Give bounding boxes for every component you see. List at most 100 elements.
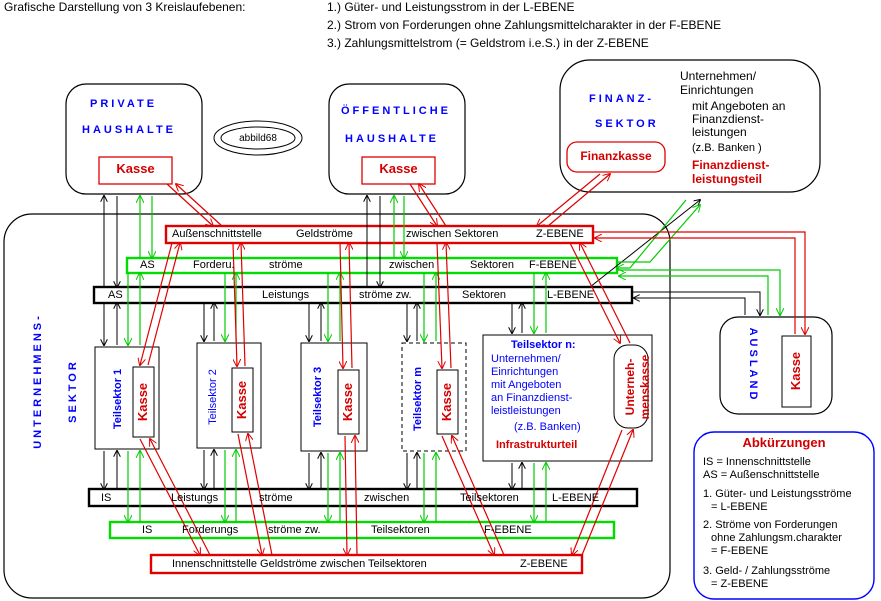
tsn-kasse1: Unterneh- (623, 358, 637, 416)
private-kasse-label: Kasse (116, 161, 155, 176)
tsn-title: Teilsektor n: (511, 339, 576, 351)
teilsektor3-box (300, 342, 368, 452)
legend-i3b: = Z-EBENE (711, 578, 769, 590)
oeffentliche-haushalte-box (328, 83, 466, 195)
l-bot-e: Teilsektoren (460, 492, 519, 504)
finanz-teil2: leistungsteil (692, 172, 763, 186)
ausland-box (719, 316, 833, 415)
tsn-l4: an Finanzdienst- (491, 392, 573, 404)
z-bot-a: Innenschnittstelle Geldströme zwischen T… (172, 558, 427, 570)
legend-i3a: 3. Geld- / Zahlungsströme (703, 565, 831, 577)
private-title1: PRIVATE (90, 98, 158, 110)
badge-outer (213, 120, 303, 156)
teilsektor2-label: Teilsektor 2 (207, 369, 219, 425)
z-bot-b: Z-EBENE (520, 558, 568, 570)
ausland-kasse: Kasse (788, 351, 803, 391)
tsn-l3: mit Angeboten (491, 379, 562, 391)
public-title2: HAUSHALTE (345, 133, 440, 145)
teilsektor2-kasse: Kasse (234, 380, 249, 420)
public-kasse-box (361, 156, 436, 185)
f-bot-b: Forderungs (182, 524, 239, 536)
f-top-b: Forderu. (193, 259, 235, 271)
z-top-b: Geldströme (296, 228, 353, 240)
private-kasse-box (98, 156, 173, 185)
legend-is: IS = Innenschnittstelle (703, 456, 811, 468)
finanzsektor-box (559, 59, 821, 193)
finanz-desc3: mit Angeboten an (692, 99, 786, 113)
teilsektor3-label: Teilsektor 3 (312, 366, 324, 428)
legend-i2b: ohne Zahlungsm.charakter (711, 532, 842, 544)
l-bot-b: Leistungs (171, 492, 219, 504)
tsn-l2: Einrichtungen (491, 366, 559, 378)
l-bot-a: IS (101, 492, 112, 504)
f-top-d: zwischen (389, 259, 435, 271)
f-top-c: ströme (269, 259, 303, 271)
l-bot-f: L-EBENE (552, 492, 600, 504)
f-bot-a: IS (142, 524, 153, 536)
f-band-bottom (108, 520, 616, 540)
header-line3: 3.) Zahlungsmittelstrom (= Geldstrom i.e… (327, 36, 649, 50)
finanz-title2: SEKTOR (595, 118, 659, 130)
legend-as: AS = Außenschnittstelle (703, 469, 820, 481)
finanz-desc2: Einrichtungen (680, 83, 754, 97)
header-line1: 1.) Güter- und Leistungsstrom in der L-E… (327, 0, 575, 14)
tsn-kasse-box (613, 344, 649, 429)
f-top-e: Sektoren (470, 259, 515, 271)
l-top-d: Sektoren (462, 289, 507, 301)
ausland-title: AUSLAND (747, 327, 759, 403)
ts1-kasse-box (132, 366, 155, 438)
teilsektor1-kasse: Kasse (135, 382, 150, 422)
teilsektor1-box (94, 346, 160, 450)
ts2-kasse-box (231, 367, 254, 433)
l-band-top (92, 285, 634, 305)
header-intro: Grafische Darstellung von 3 Kreislaufebe… (4, 0, 246, 14)
f-bot-c: ströme zw. (268, 524, 321, 536)
tsn-l5: leistleistungen (491, 405, 561, 417)
finanz-kasse-box (566, 141, 666, 173)
tsn-l1: Unternehmen/ (491, 353, 561, 365)
f-top-a: AS (140, 259, 155, 271)
teilsektor1-label: Teilsektor 1 (112, 368, 124, 430)
ausland-kasse-box (781, 335, 812, 408)
badge-label: abbild68 (239, 133, 277, 144)
f-top-f: F-EBENE (529, 259, 577, 271)
tsn-l6: (z.B. Banken) (514, 421, 581, 433)
teilsektorm-label: Teilsektor m (412, 367, 424, 431)
finanz-kasse-label: Finanzkasse (580, 149, 652, 163)
header-line2: 2.) Strom von Forderungen ohne Zahlungsm… (327, 18, 722, 32)
l-top-b: Leistungs (262, 289, 310, 301)
teilsektorm-kasse: Kasse (439, 382, 454, 422)
tsn-kasse2: menskasse (638, 354, 652, 420)
ts3-kasse-box (337, 369, 360, 435)
f-bot-d: Teilsektoren (371, 524, 430, 536)
finanz-desc5: leistungen (692, 125, 747, 139)
unternehmen-title2: SEKTOR (67, 359, 79, 423)
unternehmen-sector-box (3, 213, 671, 599)
z-top-c: zwischen Sektoren (406, 228, 499, 240)
legend-box (693, 431, 875, 600)
l-bot-d: zwischen (364, 492, 410, 504)
teilsektor3-kasse: Kasse (340, 382, 355, 422)
private-title2: HAUSHALTE (82, 124, 177, 136)
finanz-desc4: Finanzdienst- (692, 112, 765, 126)
legend-i1a: 1. Güter- und Leistungsströme (703, 488, 852, 500)
legend-title: Abkürzungen (742, 435, 826, 450)
z-top-a: Außenschnittstelle (172, 228, 262, 240)
legend-i1b: = L-EBENE (711, 501, 768, 513)
finanz-teil1: Finanzdienst- (692, 158, 770, 172)
f-bot-e: F-EBENE (484, 524, 532, 536)
z-band-bottom (149, 553, 584, 575)
l-bot-c: ströme (259, 492, 293, 504)
tsm-kasse-box (436, 369, 459, 435)
legend-i2a: 2. Ströme von Forderungen (703, 519, 838, 531)
finanz-desc6: (z.B. Banken ) (692, 142, 762, 154)
public-kasse-label: Kasse (379, 161, 418, 176)
teilsektorm-box (401, 342, 467, 452)
teilsektorn-box (482, 334, 653, 462)
unternehmen-title1: UNTERNEHMENS- (32, 313, 44, 449)
public-title1: ÖFFENTLICHE (341, 105, 451, 117)
teilsektor2-box (196, 342, 262, 449)
badge-inner (220, 126, 296, 150)
l-band-bottom (87, 487, 639, 508)
